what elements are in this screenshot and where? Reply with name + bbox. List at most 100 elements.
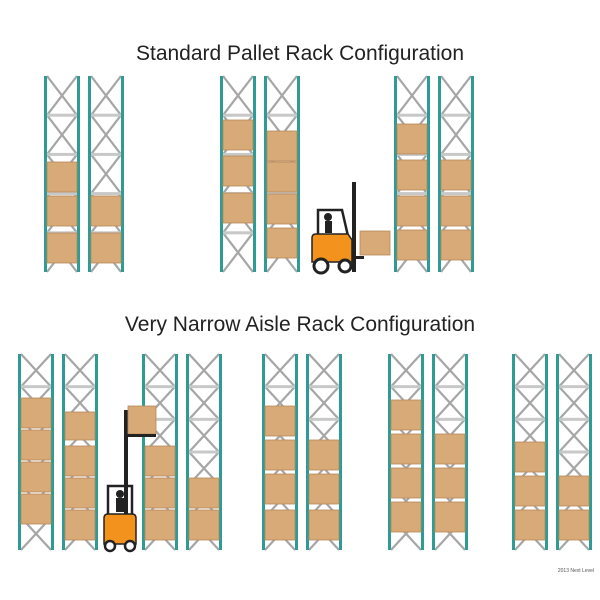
brace	[440, 75, 472, 116]
pallet-load	[188, 477, 220, 509]
pallet-load	[264, 439, 296, 471]
upright-post	[297, 76, 300, 272]
brace	[222, 75, 254, 116]
pallet-load	[440, 195, 472, 227]
pallet-load	[46, 195, 78, 227]
brace	[64, 353, 96, 388]
upright-post	[388, 354, 391, 550]
upright-post	[295, 354, 298, 550]
pallet-load	[558, 475, 590, 507]
beam	[559, 385, 589, 389]
upright-post	[589, 354, 592, 550]
forklift-fork	[126, 434, 156, 437]
pallet-load	[440, 229, 472, 261]
brace	[46, 75, 78, 116]
upright-post	[262, 354, 265, 550]
upright-post	[18, 354, 21, 550]
upright-post	[186, 354, 189, 550]
beam	[441, 152, 471, 156]
upright-post	[264, 76, 267, 272]
pallet-load	[20, 429, 52, 461]
brace	[514, 385, 546, 421]
pallet-load	[64, 411, 96, 441]
forklift-body	[103, 513, 137, 545]
pallet-load	[440, 159, 472, 191]
pallet-load	[396, 123, 428, 155]
upright-post	[51, 354, 54, 550]
pallet-load	[188, 509, 220, 541]
beam	[309, 385, 339, 389]
brace	[434, 385, 466, 421]
pallet-load	[396, 159, 428, 191]
brace	[188, 353, 220, 388]
forklift-driver	[325, 221, 332, 233]
pallet-load	[308, 509, 340, 541]
upright-post	[44, 76, 47, 272]
beam	[65, 385, 95, 389]
upright-post	[175, 354, 178, 550]
upright-post	[253, 76, 256, 272]
beam	[223, 231, 253, 235]
beam	[47, 113, 77, 117]
brace	[440, 114, 472, 156]
standard-config-title: Standard Pallet Rack Configuration	[135, 42, 465, 65]
upright-post	[95, 354, 98, 550]
pallet-load	[264, 473, 296, 505]
pallet-load	[20, 461, 52, 493]
beam	[309, 417, 339, 421]
brace	[390, 353, 422, 388]
upright-post	[62, 354, 65, 550]
rack-unit	[512, 353, 592, 551]
pallet-load	[434, 501, 466, 533]
brace	[188, 418, 220, 453]
vna-config-title: Very Narrow Aisle Rack Configuration	[124, 313, 476, 336]
upright-post	[121, 76, 124, 272]
beam	[21, 385, 51, 389]
forklift-wheel	[337, 258, 353, 274]
pallet-load	[20, 397, 52, 429]
brace	[558, 418, 590, 453]
pallet-load	[20, 493, 52, 525]
beam	[391, 385, 421, 389]
pallet-load	[308, 473, 340, 505]
pallet-load	[222, 192, 254, 224]
pallet-load	[90, 195, 122, 227]
pallet-load	[264, 509, 296, 541]
upright-post	[219, 354, 222, 550]
beam	[559, 450, 589, 454]
pallet-load	[46, 232, 78, 264]
pallet-load	[390, 501, 422, 533]
pallet-load	[64, 445, 96, 477]
beam	[441, 113, 471, 117]
pallet-load	[64, 509, 96, 541]
forklift-driver	[324, 213, 332, 221]
brace	[90, 114, 122, 156]
pallet-load	[396, 195, 428, 227]
pallet-load	[514, 509, 546, 541]
upright-post	[88, 76, 91, 272]
rack-unit	[18, 353, 98, 551]
pallet-load	[514, 441, 546, 473]
pallet-load	[390, 467, 422, 499]
brace	[558, 385, 590, 421]
upright-post	[556, 354, 559, 550]
beam	[435, 385, 465, 389]
pallet-load	[266, 193, 298, 225]
forklift-body	[311, 233, 353, 263]
pallet-load	[266, 130, 298, 162]
rack-unit	[262, 353, 342, 551]
pallet-load	[359, 230, 391, 256]
brace	[90, 75, 122, 116]
beam	[91, 113, 121, 117]
upright-post	[339, 354, 342, 550]
brace	[308, 385, 340, 421]
upright-post	[512, 354, 515, 550]
rack-unit	[44, 75, 124, 273]
forklift-mast	[352, 182, 356, 272]
beam	[515, 385, 545, 389]
rack-unit	[388, 353, 468, 551]
forklift-wheel	[123, 539, 137, 553]
pallet-load	[434, 467, 466, 499]
pallet-load	[222, 119, 254, 151]
